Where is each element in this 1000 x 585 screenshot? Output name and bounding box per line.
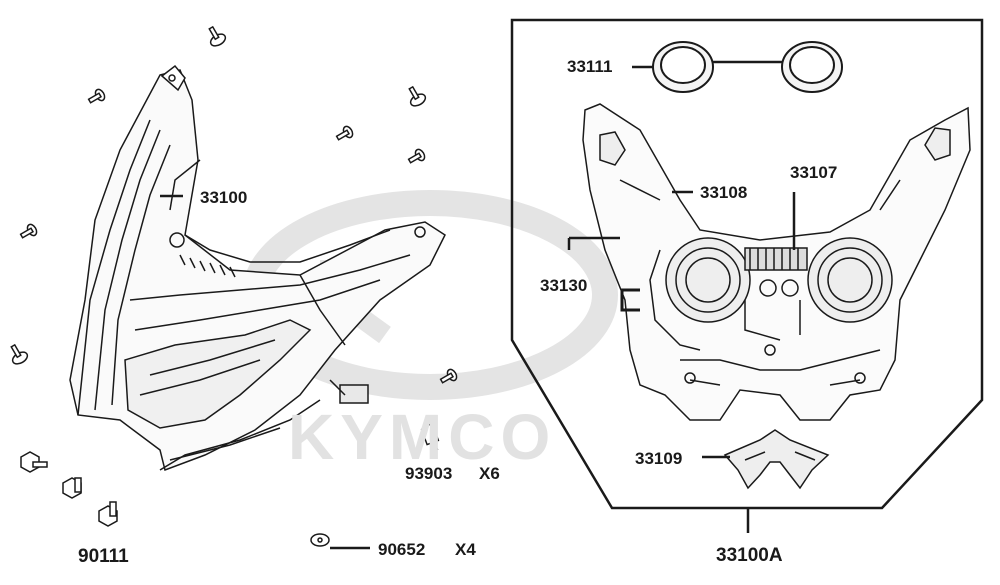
label-lens-ring: 33111	[567, 57, 613, 76]
label-socket-wire: 33130	[540, 276, 588, 295]
label-bolt: 90111	[78, 546, 129, 567]
leader-lines-right	[567, 65, 796, 459]
bracket-icon	[723, 429, 830, 490]
label-headlight-kit: 33100A	[716, 545, 783, 566]
label-harness: 33107	[790, 163, 838, 182]
label-position-bulb: 33108	[700, 183, 748, 202]
label-screw-small-qty: X6	[479, 464, 500, 483]
label-headlight-assy: 33100	[200, 188, 248, 207]
label-clip-screw-qty: X4	[455, 540, 476, 559]
watermark-brand: KYMCO	[288, 401, 557, 473]
leader-lines-left	[160, 194, 370, 550]
screw-icons	[10, 25, 458, 547]
headlight-kit-drawing	[582, 103, 971, 421]
label-screw-small: 93903	[405, 464, 453, 483]
headlight-assembly-drawing	[69, 64, 446, 471]
lens-ring-icons	[652, 41, 843, 93]
kit-boundary	[510, 18, 984, 533]
label-bracket: 33109	[635, 449, 683, 468]
label-clip-screw: 90652	[378, 540, 426, 559]
